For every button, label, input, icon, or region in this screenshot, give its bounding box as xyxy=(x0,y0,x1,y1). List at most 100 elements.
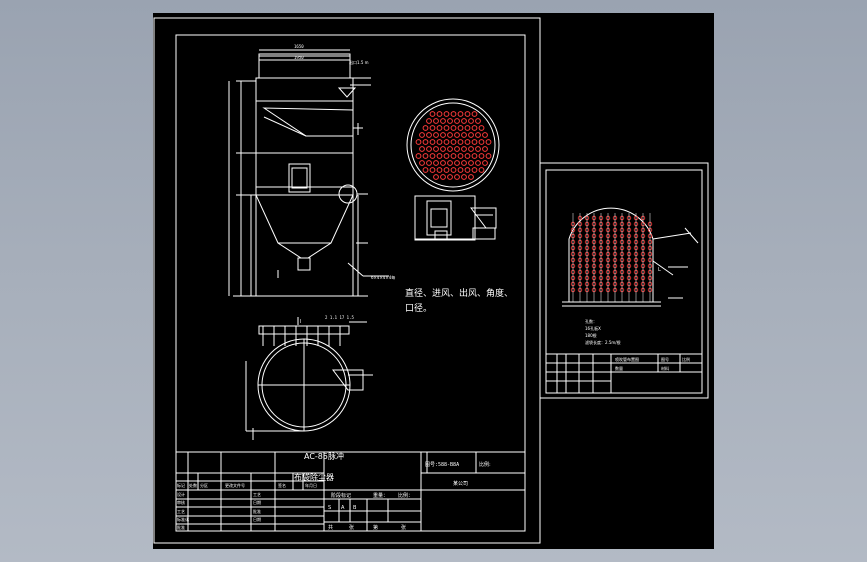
sheet-no-label: 第 xyxy=(373,524,378,531)
mid-row-3: 批准 xyxy=(253,508,261,514)
mid-row-2: 日期 xyxy=(253,499,261,505)
tube-hole xyxy=(443,139,450,145)
tube-hole xyxy=(457,139,464,145)
tube-hole xyxy=(475,132,481,138)
tube-hole xyxy=(454,160,460,166)
main-sheet-inner-frame xyxy=(175,34,526,532)
tube-hole xyxy=(422,153,429,159)
side-title-4: 数量 xyxy=(615,365,623,371)
left-row-3: 工艺 xyxy=(177,509,185,514)
row-label-3: 分区 xyxy=(200,482,208,488)
tube-hole xyxy=(447,146,453,152)
tube-hole xyxy=(457,167,464,173)
tube-hole xyxy=(436,167,443,173)
side-sheet-outer-frame xyxy=(539,162,709,399)
tube-hole xyxy=(468,132,474,138)
tube-hole xyxy=(464,139,471,145)
tube-hole xyxy=(457,153,464,159)
tube-hole xyxy=(429,153,436,159)
tube-hole xyxy=(447,118,453,124)
side-title-2: 图号 xyxy=(661,356,669,362)
tube-hole xyxy=(440,174,446,180)
side-title-3: 比例 xyxy=(682,356,690,362)
tube-hole xyxy=(482,160,488,166)
notes-line1: 直径、进风、出风、角度、 xyxy=(405,287,513,299)
tube-hole xyxy=(450,167,457,173)
tube-hole xyxy=(443,125,450,131)
company-label: 某公司 xyxy=(453,481,468,487)
sheet-label: 张 xyxy=(349,524,354,531)
tube-hole xyxy=(440,160,446,166)
tube-hole xyxy=(454,118,460,124)
tube-hole xyxy=(429,125,436,131)
tube-hole xyxy=(471,153,478,159)
tube-hole xyxy=(436,153,443,159)
tube-hole xyxy=(482,146,488,152)
side-sheet-drawing xyxy=(562,207,699,307)
weight-label: 重量： xyxy=(373,492,388,499)
side-note-2: 16孔板X xyxy=(585,325,601,331)
tube-hole xyxy=(447,160,453,166)
tube-hole xyxy=(436,139,443,145)
tube-hole xyxy=(461,132,467,138)
tube-hole xyxy=(475,118,481,124)
tube-sheet-view xyxy=(406,98,500,192)
tube-hole xyxy=(433,132,439,138)
cad-drawing-canvas[interactable]: AC-85脉冲 布袋除尘器 直径、进风、出风、角度、 口径。 1650 1950… xyxy=(153,13,714,549)
tube-hole xyxy=(468,174,474,180)
tube-hole xyxy=(450,111,457,117)
tube-hole xyxy=(464,125,471,131)
row-label-6: 年月日 xyxy=(305,482,317,488)
s-letter-1: S xyxy=(328,505,331,511)
detail-view xyxy=(414,195,497,241)
outlet-note: 出口1.5 m xyxy=(349,59,369,65)
left-row-1: 设计 xyxy=(177,491,185,497)
tube-hole xyxy=(471,125,478,131)
side-title-5: 材料 xyxy=(661,365,669,371)
tube-hole xyxy=(450,139,457,145)
tube-hole xyxy=(454,174,460,180)
tube-hole xyxy=(468,146,474,152)
side-label-l: L xyxy=(658,267,661,273)
tube-hole xyxy=(457,125,464,131)
side-note-3: 180根 xyxy=(585,332,597,338)
tube-hole xyxy=(426,132,432,138)
tube-hole xyxy=(433,174,439,180)
plan-dim-label: 2 1.1 17 1.5 xyxy=(325,315,354,320)
tube-hole xyxy=(443,153,450,159)
tube-hole xyxy=(447,132,453,138)
left-row-4: 标准化 xyxy=(177,516,189,522)
pipe-note: 6×4×4×4每 xyxy=(371,274,395,280)
mid-row-1: 工艺 xyxy=(253,492,261,497)
left-row-2: 审核 xyxy=(177,499,185,505)
tube-hole xyxy=(433,160,439,166)
tube-hole xyxy=(436,111,443,117)
tube-hole xyxy=(450,153,457,159)
tube-hole xyxy=(464,111,471,117)
row-label-1: 标记 xyxy=(177,482,185,488)
tube-hole xyxy=(419,132,425,138)
notes-line2: 口径。 xyxy=(405,302,432,314)
scale-label: 比例: xyxy=(479,461,491,468)
tube-hole xyxy=(419,160,425,166)
tube-hole xyxy=(454,146,460,152)
tube-hole xyxy=(478,167,485,173)
tube-hole xyxy=(440,118,446,124)
row-label-4: 更改文件号 xyxy=(225,482,245,488)
tube-hole xyxy=(415,139,422,145)
elevation-view xyxy=(228,49,389,297)
row-label-5: 签名 xyxy=(278,482,286,488)
tube-hole xyxy=(429,167,436,173)
tube-hole xyxy=(471,139,478,145)
sheet-no-label2: 张 xyxy=(401,524,406,531)
tube-hole xyxy=(415,153,422,159)
tube-hole xyxy=(478,153,485,159)
tube-hole xyxy=(447,174,453,180)
cad-viewport[interactable]: AC-85脉冲 布袋除尘器 直径、进风、出风、角度、 口径。 1650 1950… xyxy=(153,13,714,549)
left-row-5: 批准 xyxy=(177,524,185,530)
tube-hole xyxy=(454,132,460,138)
tube-hole xyxy=(429,139,436,145)
main-title-block xyxy=(175,451,526,532)
tube-hole xyxy=(450,125,457,131)
tube-hole xyxy=(471,111,478,117)
